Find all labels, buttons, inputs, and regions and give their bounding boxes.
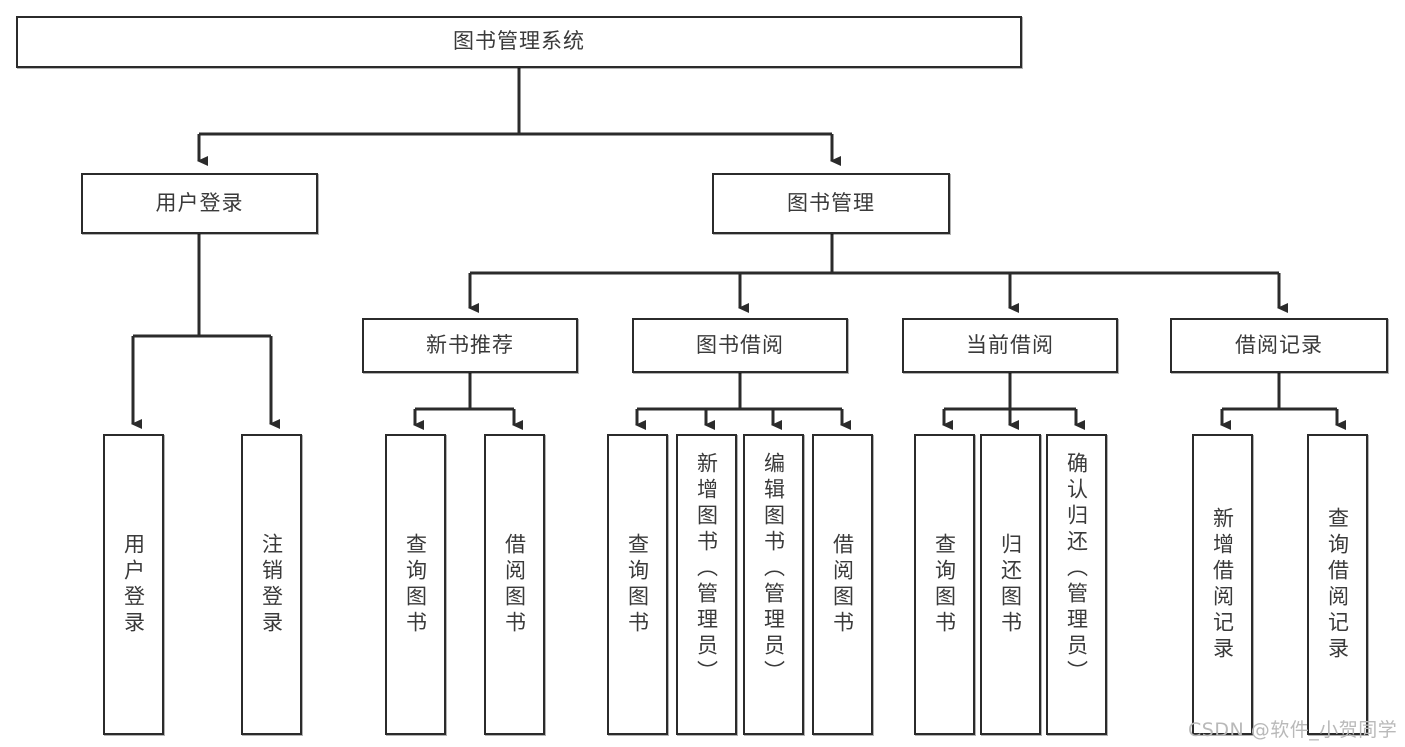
node-book-borrow[interactable]: 图书借阅: [632, 318, 848, 373]
node-leaf-borrow-book-2-label: 借阅图书: [830, 532, 855, 637]
node-leaf-query-record[interactable]: 查询借阅记录: [1307, 434, 1368, 735]
node-borrow-record-label: 借阅记录: [1235, 332, 1323, 357]
node-leaf-user-login[interactable]: 用户登录: [103, 434, 164, 735]
node-leaf-query-record-label: 查询借阅记录: [1325, 506, 1350, 663]
node-leaf-user-logout-label: 注销登录: [259, 532, 284, 637]
node-new-book-rec[interactable]: 新书推荐: [362, 318, 578, 373]
node-user-login-label: 用户登录: [155, 190, 244, 215]
node-book-borrow-label: 图书借阅: [696, 332, 784, 357]
node-leaf-query-book-3-label: 查询图书: [932, 532, 957, 637]
node-leaf-query-book-2[interactable]: 查询图书: [607, 434, 668, 735]
node-leaf-borrow-book-1[interactable]: 借阅图书: [484, 434, 545, 735]
node-leaf-borrow-book-2[interactable]: 借阅图书: [812, 434, 873, 735]
node-leaf-add-book[interactable]: 新增图书（管理员）: [676, 434, 737, 735]
node-leaf-return-book[interactable]: 归还图书: [980, 434, 1041, 735]
node-root-label: 图书管理系统: [453, 29, 585, 54]
node-leaf-query-book-1[interactable]: 查询图书: [385, 434, 446, 735]
node-new-book-rec-label: 新书推荐: [426, 332, 514, 357]
node-leaf-user-login-label: 用户登录: [121, 532, 146, 637]
node-leaf-confirm-return-label: 确认归还（管理员）: [1064, 452, 1089, 686]
node-leaf-edit-book-label: 编辑图书（管理员）: [761, 452, 786, 686]
node-leaf-query-book-3[interactable]: 查询图书: [914, 434, 975, 735]
node-leaf-borrow-book-1-label: 借阅图书: [502, 532, 527, 637]
node-leaf-return-book-label: 归还图书: [998, 532, 1023, 637]
node-leaf-add-record[interactable]: 新增借阅记录: [1192, 434, 1253, 735]
node-root[interactable]: 图书管理系统: [16, 16, 1022, 68]
node-leaf-confirm-return[interactable]: 确认归还（管理员）: [1046, 434, 1107, 735]
node-leaf-query-book-1-label: 查询图书: [403, 532, 428, 637]
node-borrow-record[interactable]: 借阅记录: [1170, 318, 1388, 373]
node-leaf-query-book-2-label: 查询图书: [625, 532, 650, 637]
node-current-borrow[interactable]: 当前借阅: [902, 318, 1118, 373]
node-leaf-user-logout[interactable]: 注销登录: [241, 434, 302, 735]
node-leaf-add-record-label: 新增借阅记录: [1210, 506, 1235, 663]
node-current-borrow-label: 当前借阅: [966, 332, 1054, 357]
node-book-manage-label: 图书管理: [787, 190, 875, 215]
node-leaf-edit-book[interactable]: 编辑图书（管理员）: [743, 434, 804, 735]
node-book-manage[interactable]: 图书管理: [712, 173, 950, 234]
node-user-login[interactable]: 用户登录: [81, 173, 318, 234]
node-leaf-add-book-label: 新增图书（管理员）: [694, 452, 719, 686]
